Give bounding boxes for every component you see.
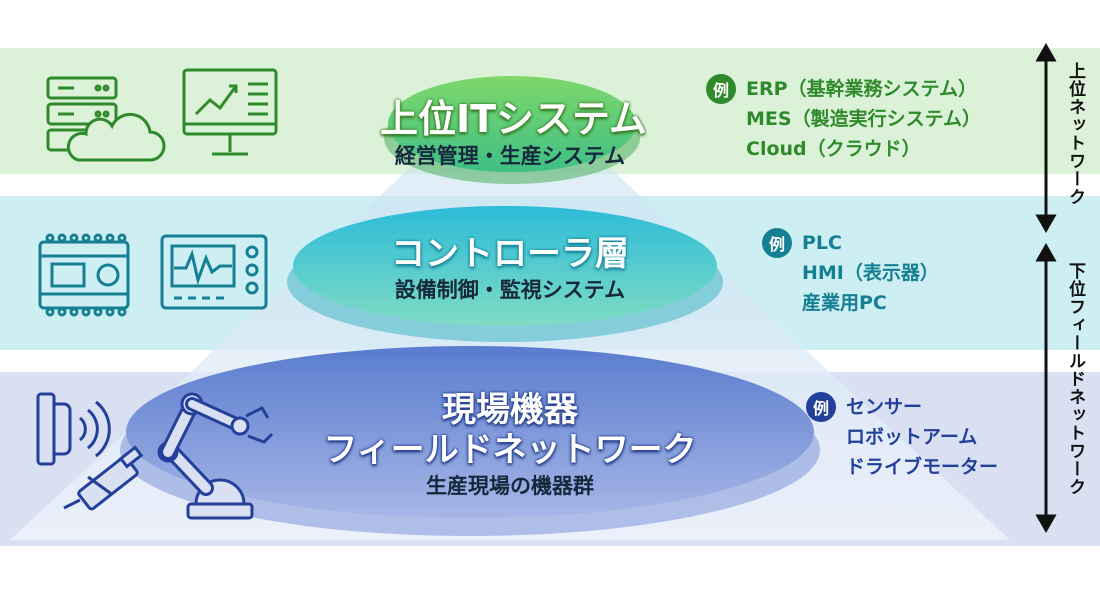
hmi-oscilloscope-icon [160, 234, 268, 310]
top-layer-examples: 例 ERP（基幹業務システム） MES（製造実行システム） Cloud（クラウド… [706, 74, 981, 164]
middle-layer-examples: 例 PLC HMI（表示器） 産業用PC [762, 228, 939, 318]
top-layer-subtitle: 経営管理・生産システム [394, 144, 626, 168]
bottom-layer-subtitle: 生産現場の機器群 [426, 474, 594, 498]
sensor-icon [36, 392, 111, 466]
middle-layer-title: コントローラ層 [391, 234, 629, 274]
example-item: HMI（表示器） [802, 262, 939, 284]
upper-network-arrow [1035, 42, 1057, 234]
middle-layer-disc [293, 206, 717, 326]
bottom-layer-disc [126, 346, 814, 518]
example-item: PLC [802, 232, 842, 254]
server-cloud-icon [46, 76, 166, 162]
example-badge: 例 [762, 228, 792, 258]
plc-controller-icon [38, 233, 130, 317]
upper-network-label: 上位ネットワーク [1065, 62, 1085, 206]
example-item: Cloud（クラウド） [746, 138, 921, 160]
robot-arm-icon [157, 392, 274, 520]
example-item: ドライブモーター [846, 456, 999, 478]
top-layer-title: 上位ITシステム [380, 97, 647, 141]
lower-network-arrow [1035, 242, 1057, 534]
middle-layer-subtitle: 設備制御・監視システム [394, 278, 626, 302]
monitor-chart-icon [182, 68, 278, 156]
example-item: ロボットアーム [846, 426, 978, 448]
drive-motor-icon [63, 445, 144, 511]
example-item: センサー [846, 396, 923, 418]
example-badge: 例 [806, 392, 836, 422]
top-layer-disc [388, 76, 636, 172]
example-badge: 例 [706, 74, 736, 104]
example-item: 産業用PC [802, 292, 887, 314]
example-item: ERP（基幹業務システム） [746, 78, 977, 100]
example-item: MES（製造実行システム） [746, 108, 982, 130]
bottom-layer-title-line1: 現場機器 [442, 390, 578, 430]
lower-network-label: 下位フィールドネットワーク [1065, 262, 1085, 496]
bottom-layer-title-line2: フィールドネットワーク [323, 430, 697, 470]
bottom-layer-examples: 例 センサー ロボットアーム ドライブモーター [806, 392, 998, 482]
